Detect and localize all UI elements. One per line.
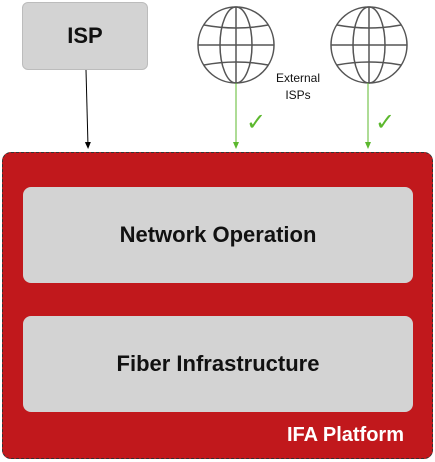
fiber-infrastructure-label: Fiber Infrastructure: [116, 351, 320, 376]
external-label-line2: ISPs: [285, 88, 311, 102]
fiber-infrastructure-layer: Fiber Infrastructure: [23, 316, 413, 412]
network-operation-label: Network Operation: [119, 222, 317, 247]
check-icon: ✓: [246, 108, 267, 136]
external-isps-label: External ISPs: [262, 70, 334, 104]
globe-icon: [330, 6, 408, 84]
ifa-platform: Network Operation Fiber Infrastructure I…: [2, 152, 433, 459]
isp-label: ISP: [67, 23, 103, 48]
external-label-line1: External: [275, 71, 321, 85]
network-operation-layer: Network Operation: [23, 187, 413, 283]
check-icon: ✓: [375, 108, 396, 136]
platform-label: IFA Platform: [286, 424, 404, 446]
isp-arrow: [84, 69, 91, 149]
isp-box: ISP: [22, 2, 148, 70]
